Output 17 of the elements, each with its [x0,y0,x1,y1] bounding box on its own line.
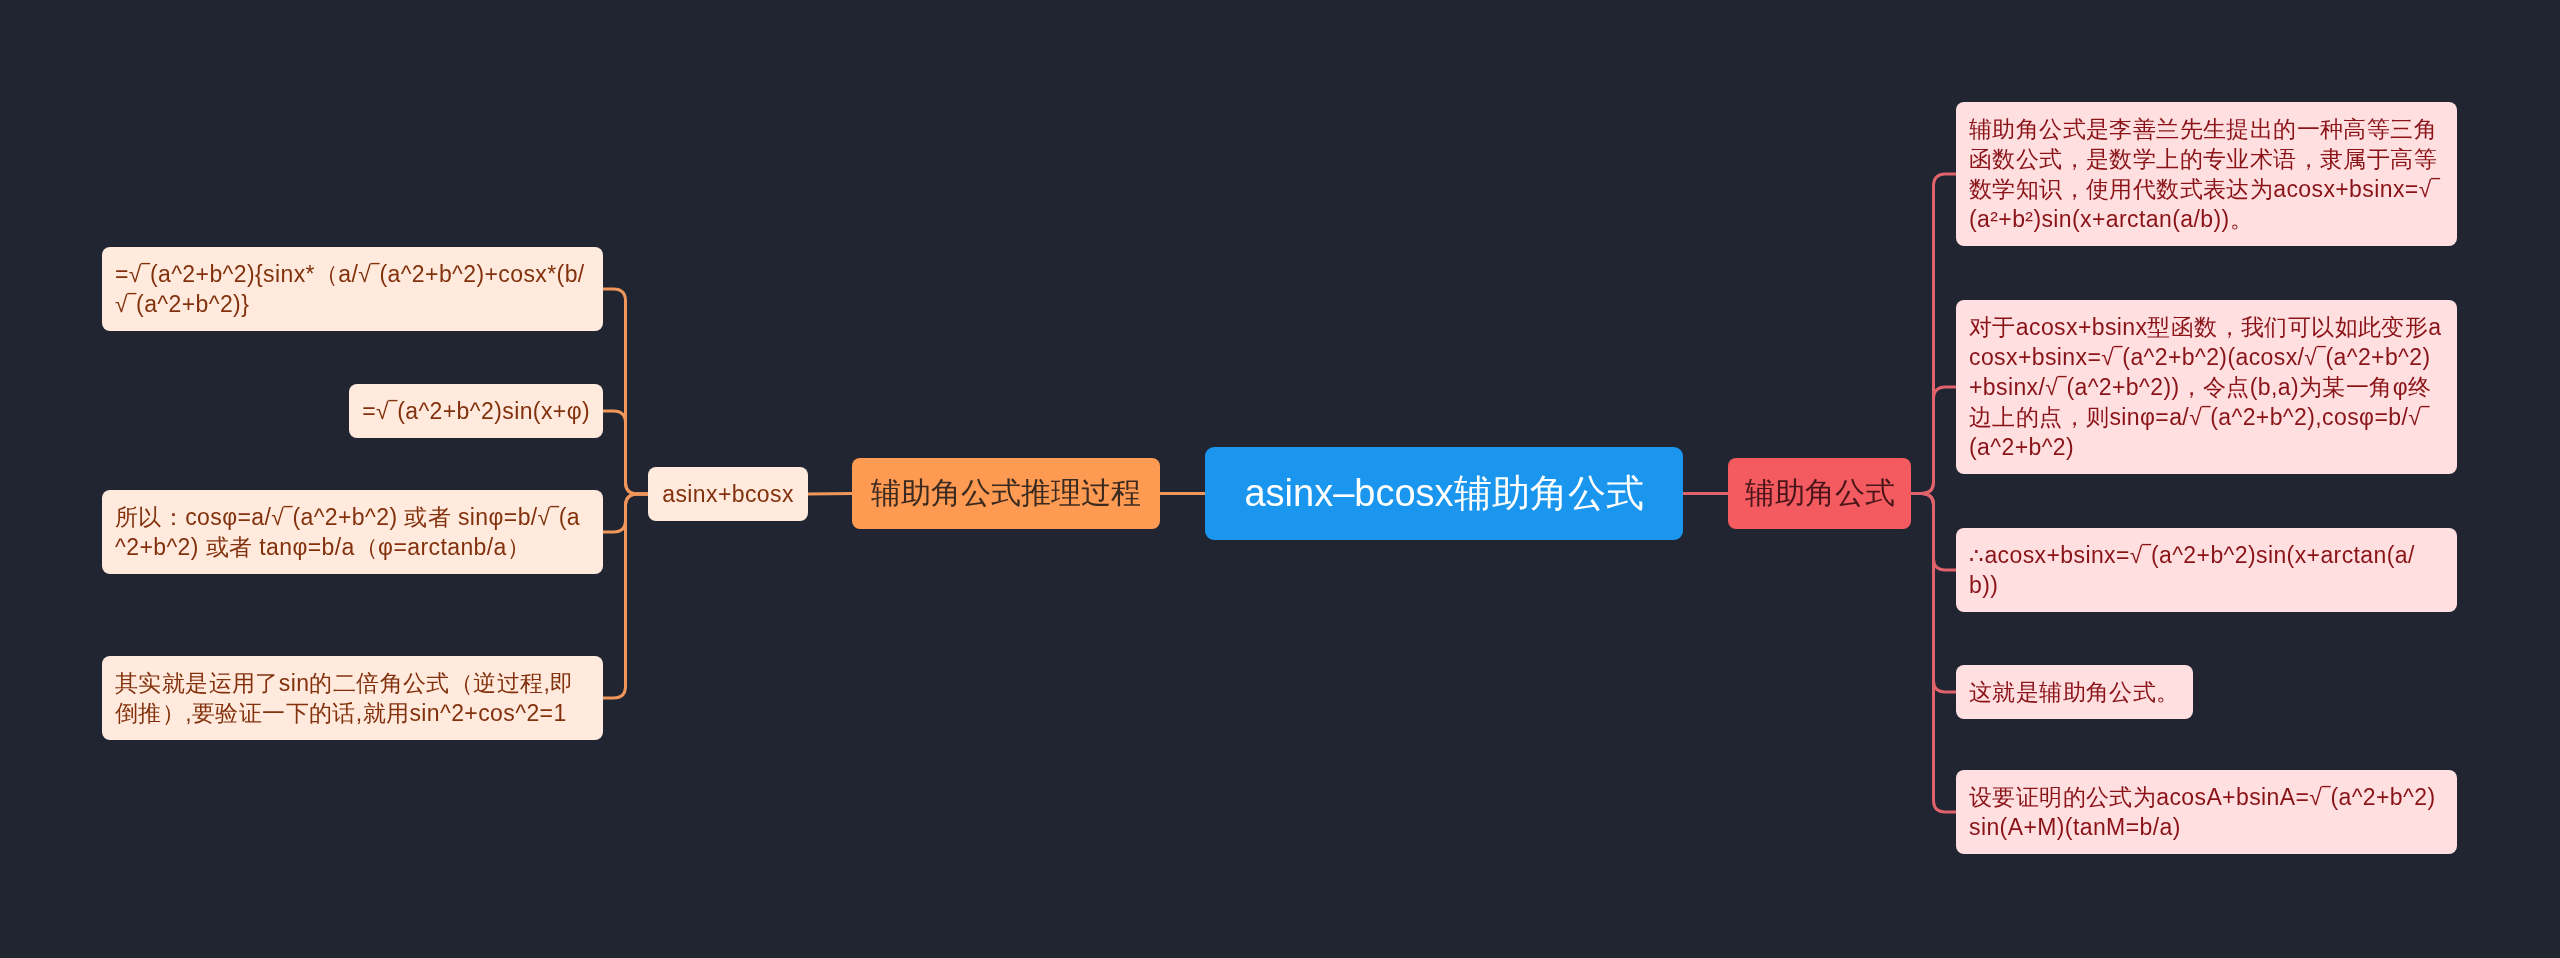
branch-line [601,492,650,700]
branch-topic-box: 辅助角公式推理过程 [852,458,1160,529]
note-box: =√‾(a^2+b^2)sin(x+φ) [349,384,603,438]
branch-line [1158,492,1207,495]
note-box: 所以：cosφ=a/√‾(a^2+b^2) 或者 sinφ=b/√‾(a^2+b^2) 或者 tanφ=b/a（φ=arctanb/a） [102,490,603,574]
note-box: 其实就是运用了sin的二倍角公式（逆过程,即倒推）,要验证一下的话,就用sin^2+cos^2=1 [102,656,603,740]
branch-line [1681,492,1730,495]
note-box: =√‾(a^2+b^2){sinx*（a/√‾(a^2+b^2)+cosx*(b/√‾(a^2+b^2)} [102,247,603,331]
central-topic-box: asinx–bcosx辅助角公式 [1205,447,1683,540]
subtopic-box: asinx+bcosx [648,467,808,521]
note-box: ∴acosx+bsinx=√‾(a^2+b^2)sin(x+arctan(a/b)) [1956,528,2457,612]
branch-line [806,492,854,496]
note-box: 设要证明的公式为acosA+bsinA=√‾(a^2+b^2)sin(A+M)(tanM=b/a) [1956,770,2457,854]
branch-topic-box: 辅助角公式 [1728,458,1911,529]
note-box: 对于acosx+bsinx型函数，我们可以如此变形acosx+bsinx=√‾(a^2+b^2)(acosx/√‾(a^2+b^2)+bsinx/√‾(a^2+b^2))，令点(b,a)为某一角φ终边上的点，则sinφ=a/√‾(a^2+b^2),cosφ=b/√‾(a^2+b^2) [1956,300,2457,474]
note-box: 辅助角公式是李善兰先生提出的一种高等三角函数公式，是数学上的专业术语，隶属于高等数学知识，使用代数式表达为acosx+bsinx=√‾(a²+b²)sin(x+arctan(a/b))。 [1956,102,2457,246]
note-box: 这就是辅助角公式。 [1956,665,2193,719]
